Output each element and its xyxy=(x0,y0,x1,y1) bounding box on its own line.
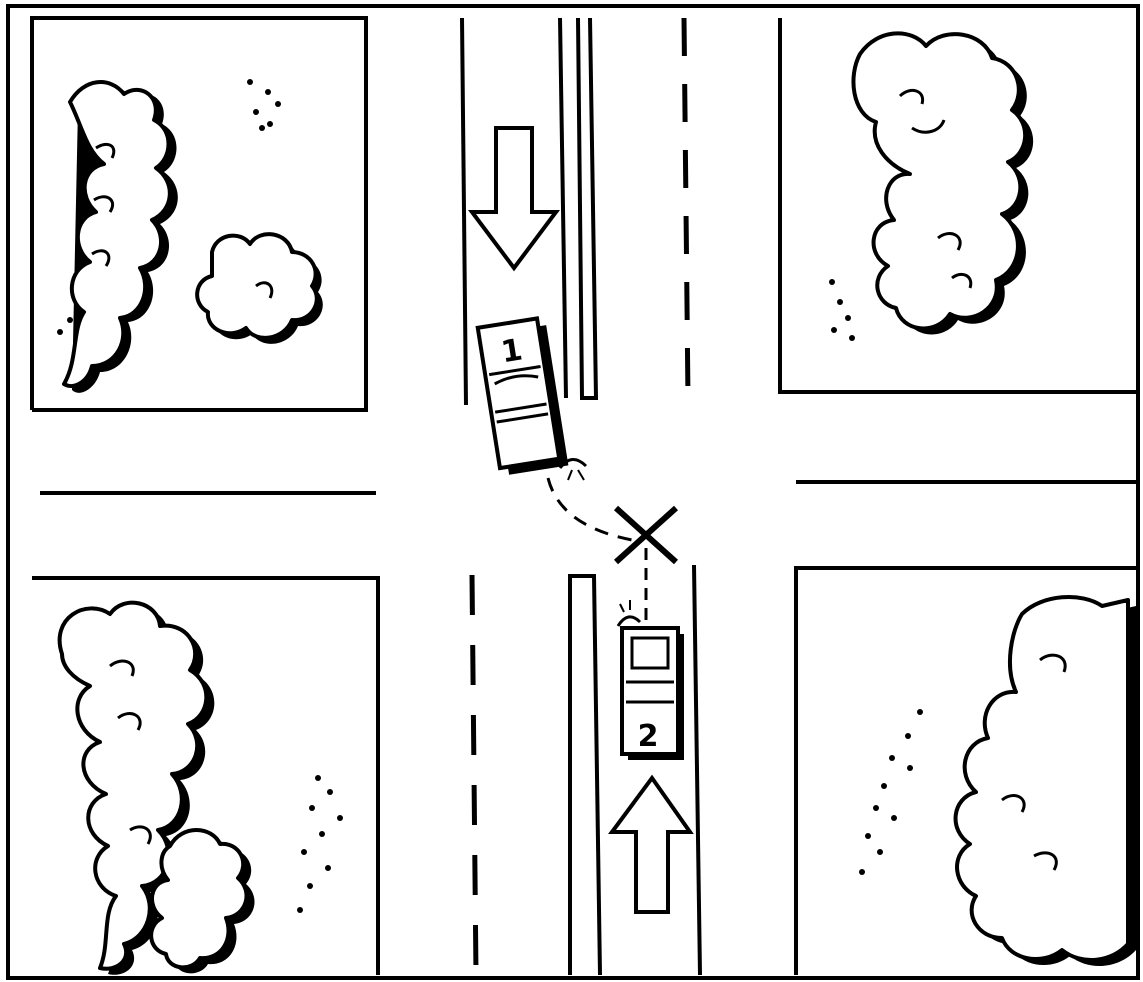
vehicle-1-path xyxy=(546,477,633,542)
tree-top-right-icon xyxy=(851,31,1034,335)
diagram-frame xyxy=(6,4,1140,980)
vehicle-2-signal-icon xyxy=(616,600,642,627)
south-lane-edge-right xyxy=(692,564,702,976)
bush-bottom-left-lower-icon xyxy=(149,828,255,974)
block-bottom-left xyxy=(32,576,380,975)
vehicle-1: 1 xyxy=(475,316,569,475)
down-arrow xyxy=(468,126,560,272)
tree-bottom-left-icon xyxy=(57,600,215,975)
south-median-island xyxy=(568,574,602,976)
north-center-dashes xyxy=(681,17,691,401)
grass-dots xyxy=(57,79,923,913)
north-lane-edge-left xyxy=(460,17,468,406)
tree-top-left-icon xyxy=(62,80,178,393)
block-bottom-right xyxy=(794,566,1138,975)
block-top-left xyxy=(30,16,368,412)
north-lane-edge-right xyxy=(558,17,568,399)
vehicle-1-signal-icon xyxy=(558,458,588,481)
up-arrow xyxy=(608,774,694,914)
vehicle-2-label: 2 xyxy=(638,719,659,754)
tree-bottom-right-icon xyxy=(953,595,1136,967)
south-center-dashes xyxy=(469,574,479,976)
bush-top-left-small-icon xyxy=(195,232,323,344)
collision-point-icon xyxy=(613,505,679,565)
north-median-island xyxy=(576,17,599,400)
vehicle-2: 2 xyxy=(620,626,684,760)
block-top-right xyxy=(778,18,1138,394)
